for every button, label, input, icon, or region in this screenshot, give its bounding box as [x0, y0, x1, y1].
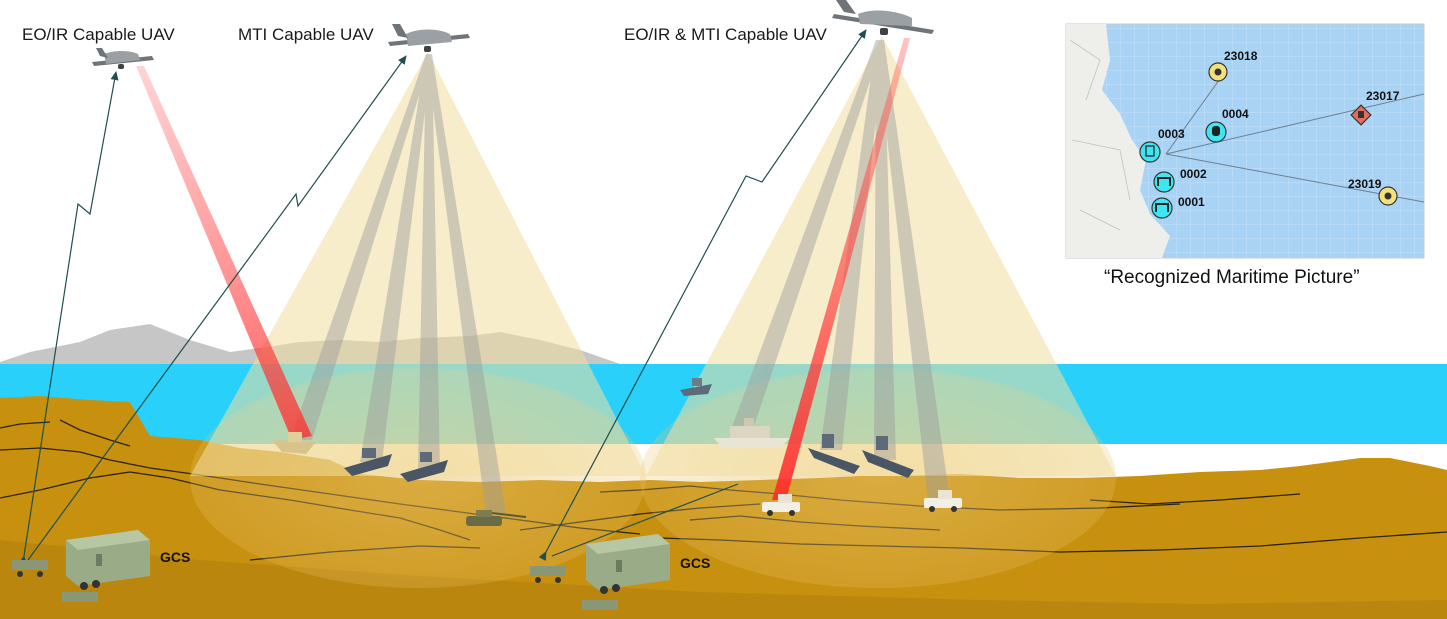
- tank: [466, 510, 527, 526]
- pickup-truck-laser-target: [762, 494, 800, 516]
- track-23018-label: 23018: [1224, 49, 1258, 63]
- track-0001-label: 0001: [1178, 195, 1205, 209]
- track-23019-icon: [1378, 186, 1398, 206]
- warship-4: [862, 436, 914, 478]
- track-23017-label: 23017: [1366, 89, 1400, 103]
- mti-uav-label: MTI Capable UAV: [238, 25, 374, 44]
- uav-mti: [388, 24, 470, 52]
- white-frigate: [714, 418, 790, 448]
- track-0003-label: 0003: [1158, 127, 1185, 141]
- yellow-vessel: [272, 432, 316, 454]
- gcs-left: [12, 530, 150, 602]
- warship-3: [808, 434, 860, 474]
- eoir-mti-uav-label: EO/IR & MTI Capable UAV: [624, 25, 827, 44]
- maritime-picture-map: 23018 23017 23019 0004 0003 0002 0001: [1065, 23, 1425, 259]
- land-shadow: [0, 540, 1447, 619]
- pickup-truck-2: [924, 490, 962, 512]
- maritime-picture-caption: “Recognized Maritime Picture”: [1104, 267, 1360, 288]
- track-0001-icon: [1151, 197, 1173, 219]
- track-0004-icon: [1205, 121, 1227, 143]
- track-23017-icon: [1350, 104, 1372, 126]
- gcs-right-label: GCS: [680, 555, 710, 571]
- uav-eo-ir-mti: [832, 0, 934, 35]
- track-0004-label: 0004: [1222, 107, 1249, 121]
- track-23018-icon: [1208, 62, 1228, 82]
- gcs-right: [530, 534, 670, 610]
- gcs-left-label: GCS: [160, 549, 190, 565]
- warship-1: [344, 448, 392, 476]
- uav-eo-ir: [92, 48, 154, 69]
- track-0003-icon: [1139, 141, 1161, 163]
- datalinks: [18, 29, 867, 569]
- track-23019-label: 23019: [1348, 177, 1382, 191]
- track-0002-label: 0002: [1180, 167, 1207, 181]
- track-0002-icon: [1153, 171, 1175, 193]
- eoir-uav-label: EO/IR Capable UAV: [22, 25, 175, 44]
- warship-2: [400, 452, 448, 482]
- patrol-boat-sea: [680, 378, 712, 396]
